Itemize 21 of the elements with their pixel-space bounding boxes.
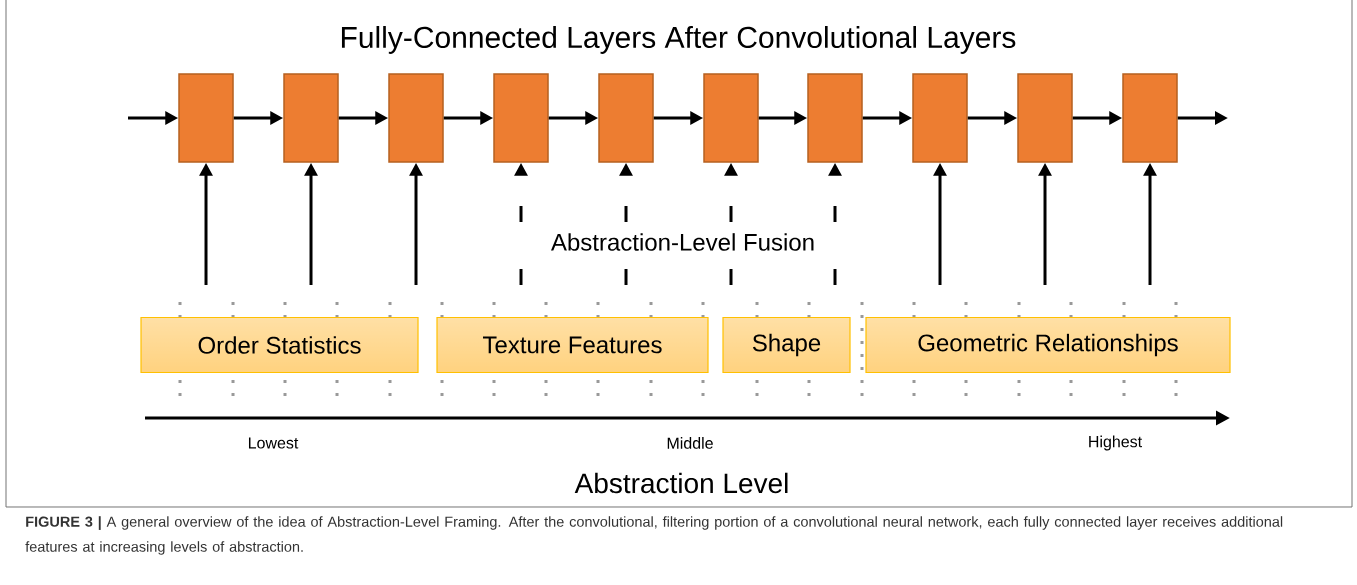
layer-box	[807, 73, 863, 163]
feature-box: Shape	[722, 316, 851, 374]
label: Middle	[665, 436, 715, 450]
label: Abstraction-Level Fusion	[549, 232, 817, 252]
layer-box	[388, 73, 444, 163]
layer-box	[912, 73, 968, 163]
label: Abstraction Level	[573, 471, 791, 495]
label: Lowest	[246, 436, 300, 450]
layer-box	[178, 73, 234, 163]
layer-box	[283, 73, 339, 163]
feature-box: Texture Features	[436, 316, 709, 374]
layer-box	[598, 73, 654, 163]
feature-box: Order Statistics	[140, 316, 419, 374]
layer-box	[703, 73, 759, 163]
layer-box	[493, 73, 549, 163]
layer-box	[1122, 73, 1178, 163]
title: Fully-Connected Layers After Convolutional Layers	[341, 26, 1016, 54]
layer-box	[1017, 73, 1073, 163]
feature-box: Geometric Relationships	[865, 316, 1231, 374]
caption: FIGURE 3 | A general overview of the idea of Abstraction-Level Framing. After the convolutional, filtering portion of a convolutional neural network, each fully connected layer receives additional features at increasing levels of abstraction.	[25, 516, 1283, 555]
label: Highest	[1086, 434, 1144, 452]
